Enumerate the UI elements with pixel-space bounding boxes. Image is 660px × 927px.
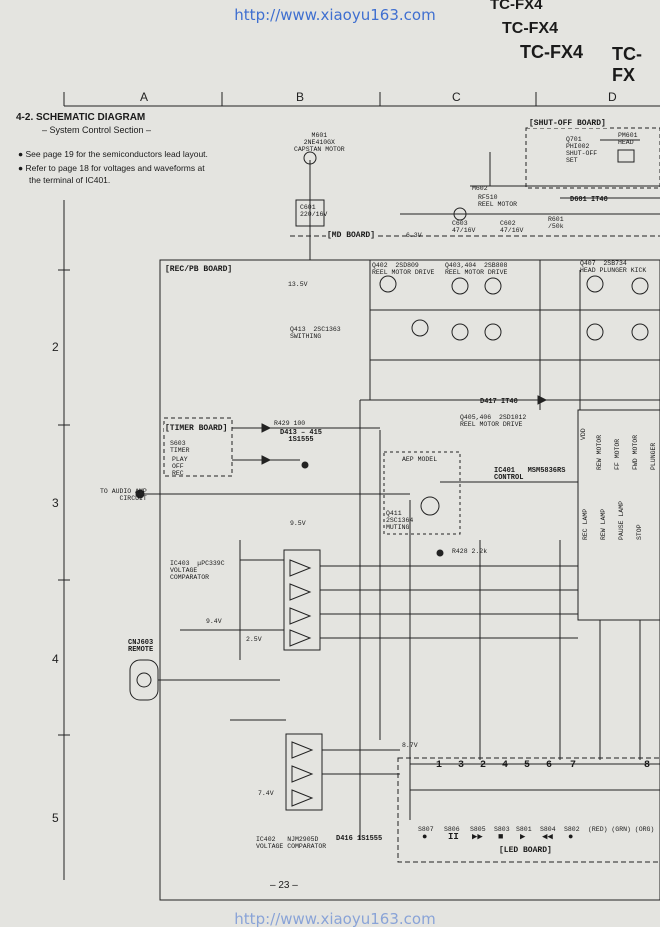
switch-s801: S801 (516, 826, 532, 833)
label-r429: R429 100 (274, 420, 306, 427)
ic401-pin-ff-motor: FF MOTOR (614, 438, 621, 470)
label-q407: Q407 2SB734 HEAD PLUNGER KICK (580, 260, 647, 274)
column-header-d: D (608, 90, 617, 104)
switch-s803: S803 (494, 826, 510, 833)
label-13-5v: 13.5V (288, 281, 308, 288)
note-3: the terminal of IC401. (29, 175, 111, 185)
label-q411: Q411 2SC1364 MUTING (386, 510, 414, 531)
label-d416: D416 1S1555 (336, 835, 383, 843)
switch-s805: S805 (470, 826, 486, 833)
switch-number-3: 3 (458, 760, 465, 771)
switch-s804: S804 (540, 826, 556, 833)
label-7-4v: 7.4V (258, 790, 274, 797)
ic401-pin-vdd: VDD (580, 428, 587, 440)
section-title: 4-2. SCHEMATIC DIAGRAM (16, 112, 146, 123)
switch-symbol-rew: ◀◀ (542, 832, 553, 842)
switch-symbol-pause: II (448, 832, 459, 842)
switch-symbol-play: ▶ (520, 832, 526, 842)
ic401-pin-rew-lamp: REW LAMP (600, 508, 607, 540)
label-s603: S603 TIMER (170, 440, 190, 454)
column-header-b: B (296, 90, 305, 104)
shutoff-board-label: [SHUT-OFF BOARD] (528, 119, 607, 128)
timer-board-label: [TIMER BOARD] (164, 424, 229, 433)
ic401-pin-pause-lamp: PAUSE LAMP (618, 500, 625, 540)
switch-number-2: 2 (480, 760, 487, 771)
label-c601: C601 220/16V (300, 204, 328, 218)
label-c603: C603 47/16V (452, 220, 476, 234)
ic401-pin-rew-motor: REW MOTOR (596, 434, 603, 470)
label-q402: Q402 2SD809 REEL MOTOR DRIVE (372, 262, 435, 276)
switch-number-6: 6 (546, 760, 553, 771)
label-6-3v: 6.3V (406, 232, 422, 239)
switch-symbol-rec-2: ● (568, 832, 574, 842)
column-header-a: A (140, 90, 149, 104)
ic401-pin-plunger: PLUNGER (650, 442, 657, 470)
label-q413: Q413 2SC1363 SWITHING (290, 326, 341, 340)
label-q405: Q405,406 2SD1012 REEL MOTOR DRIVE (460, 414, 527, 428)
watermark-url-bottom: http://www.xiaoyu163.com (234, 910, 436, 927)
label-ic401: IC401 MSM5836RS CONTROL (494, 467, 566, 482)
md-board-label: [MD BOARD] (326, 231, 377, 240)
column-header-c: C (452, 90, 461, 104)
ic401-pin-stop: STOP (636, 524, 643, 540)
row-number-2: 2 (52, 340, 59, 354)
label-8-7v: 8.7V (402, 742, 418, 749)
switch-symbol-rec: ● (422, 832, 428, 842)
note-1: ● See page 19 for the semiconductors lea… (18, 149, 208, 159)
switch-symbol-ff: ▶▶ (472, 832, 483, 842)
row-number-4: 4 (52, 652, 59, 666)
watermark-url: http://www.xiaoyu163.com (234, 6, 436, 24)
label-9-5v: 9.5V (290, 520, 306, 527)
label-q403: Q403,404 2SB808 REEL MOTOR DRIVE (445, 262, 508, 276)
switch-number-7: 7 (570, 760, 577, 771)
label-timer-switch: PLAY OFF REC (172, 456, 188, 477)
switch-symbol-stop: ■ (498, 832, 504, 842)
label-d413: D413 – 415 1S1555 (280, 429, 323, 444)
page-number: – 23 – (270, 880, 298, 891)
switch-s802: S802 (564, 826, 580, 833)
led-color-caption: (RED) (GRN) (ORG) (588, 826, 655, 833)
row-number-3: 3 (52, 496, 59, 510)
ic401-pin-fwd-motor: FWD MOTOR (632, 434, 639, 470)
recpb-board-label: [REC/PB BOARD] (164, 265, 234, 274)
note-2: ● Refer to page 18 for voltages and wave… (18, 163, 205, 173)
label-2-5v: 2.5V (246, 636, 262, 643)
label-d417: D417 IT40 (480, 398, 518, 406)
label-9-4v: 9.4V (206, 618, 222, 625)
switch-s806: S806 (444, 826, 460, 833)
switch-number-4: 4 (502, 760, 509, 771)
ic401-pin-rec-lamp: REC LAMP (582, 508, 589, 540)
label-r428: R428 2.2k (452, 548, 488, 555)
switch-number-8: 8 (644, 760, 651, 771)
label-d601: D601 IT40 (570, 196, 608, 204)
model-tab-4: TC-FX (612, 44, 642, 85)
model-tab-1: TC-FX4 (490, 0, 543, 13)
label-m601: M601 2NE410GX CAPSTAN MOTOR (294, 132, 345, 153)
label-c602: C602 47/16V (500, 220, 524, 234)
section-subtitle: – System Control Section – (42, 125, 152, 135)
label-ic402: IC402 NJM2905D VOLTAGE COMPARATOR (256, 836, 327, 850)
led-board-label: [LED BOARD] (498, 846, 553, 855)
label-q701: Q701 PHI002 SHUT-OFF SET (566, 136, 598, 164)
switch-number-5: 5 (524, 760, 531, 771)
label-m602: M602 (472, 185, 488, 192)
label-aep-model: AEP MODEL (402, 456, 438, 463)
label-rf510: RF510 REEL MOTOR (478, 194, 518, 208)
model-tab-2: TC-FX4 (502, 20, 558, 37)
switch-s807: S807 (418, 826, 434, 833)
switch-number-1: 1 (436, 760, 443, 771)
label-r601: R601 /50k (548, 216, 564, 230)
label-audio-amp: TO AUDIO AMP CIRCUIT (100, 488, 147, 502)
label-pm601: PM601 HEAD (618, 132, 638, 146)
row-number-5: 5 (52, 811, 59, 825)
model-tab-3: TC-FX4 (520, 42, 583, 62)
label-ic403: IC403 μPC339C VOLTAGE COMPARATOR (170, 560, 225, 581)
label-cnj603: CNJ603 REMOTE (128, 639, 154, 654)
